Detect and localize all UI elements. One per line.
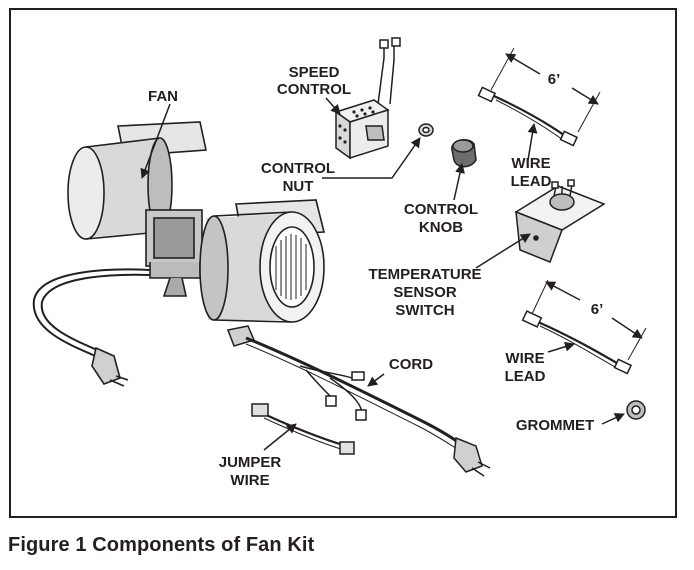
dimension-arrow-bottom-right [611,317,643,339]
dimension-arrow-top-left [505,53,541,75]
cord-arrow [367,373,385,387]
label-control-knob-line1: CONTROL [404,201,478,218]
label-wire-lead-bottom-line2: LEAD [505,368,546,385]
label-temperature-line3: SWITCH [395,302,454,319]
fan-arrow [140,103,171,179]
control-knob-arrow [453,163,465,201]
diagram-frame [9,8,677,518]
jumper-wire-illustration [251,403,355,455]
wire-lead-top-arrow [527,123,538,161]
label-wire-lead-top-line1: WIRE [511,155,550,172]
dimension-arrow-bottom-left [545,281,581,301]
label-control-nut-line2: NUT [283,178,314,195]
temperature-sensor-switch-illustration [514,179,606,263]
control-nut-leader [322,137,421,179]
label-speed-control-line2: CONTROL [277,81,351,98]
label-cord: CORD [389,356,433,373]
dimension-arrow-top-right [571,87,599,105]
speed-control-illustration [334,37,401,160]
leader-lines [140,53,643,451]
label-control-nut-line1: CONTROL [261,160,335,177]
label-temperature-line1: TEMPERATURE [368,266,481,283]
label-speed-control-line1: SPEED [289,64,340,81]
label-fan: FAN [148,88,178,105]
label-control-knob-line2: KNOB [419,219,463,236]
label-temperature-line2: SENSOR [393,284,457,301]
grommet-illustration [626,400,646,420]
control-nut-illustration [418,123,434,137]
grommet-arrow [601,413,625,425]
control-knob-illustration [451,139,477,168]
label-wire-lead-bottom-length: 6’ [591,301,604,318]
labels: FAN SPEED CONTROL CONTROL NUT CONTROL KN… [148,64,603,489]
speed-control-arrow [325,97,341,115]
jumper-wire-arrow [263,423,297,451]
fan-blower-illustration [32,121,326,387]
cord-illustration [226,325,491,477]
label-grommet: GROMMET [516,417,594,434]
label-jumper-wire-line2: WIRE [230,472,269,489]
figure-caption: Figure 1 Components of Fan Kit [8,534,315,556]
temperature-sensor-arrow [475,233,531,269]
wire-lead-top-illustration [477,47,601,147]
fan-kit-diagram: FAN SPEED CONTROL CONTROL NUT CONTROL KN… [32,37,647,489]
label-jumper-wire-line1: JUMPER [219,454,282,471]
label-wire-lead-top-length: 6’ [548,71,561,88]
label-wire-lead-bottom-line1: WIRE [505,350,544,367]
label-wire-lead-top-line2: LEAD [511,173,552,190]
wire-lead-bottom-arrow [547,341,575,353]
